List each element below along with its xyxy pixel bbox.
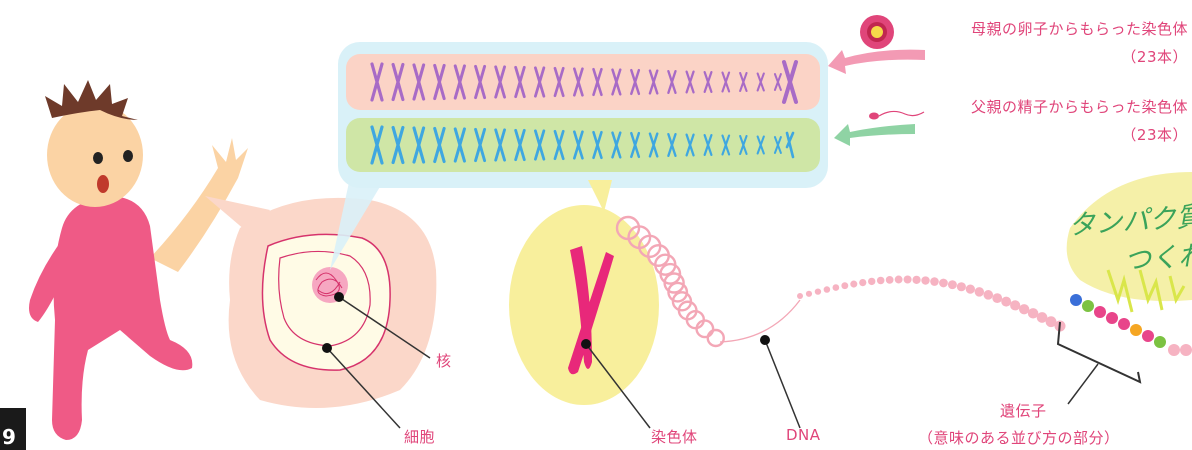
dna-bead — [957, 282, 966, 291]
dna-bead — [859, 279, 866, 286]
label-mother-line2: （23本） — [1121, 46, 1188, 67]
gene-bead — [1082, 300, 1094, 312]
dna-bead — [939, 279, 948, 288]
gene-bead — [1130, 324, 1142, 336]
dna-coil-loop — [708, 330, 724, 346]
dna-bead — [868, 278, 875, 285]
gene-bracket — [1058, 322, 1140, 382]
dna-bead — [975, 287, 984, 296]
dna-bead — [841, 282, 848, 289]
chromosome-panel — [338, 42, 828, 188]
label-chromosome: 染色体 — [651, 426, 698, 447]
sperm-icon — [869, 111, 924, 119]
dna-strand-line — [720, 300, 800, 342]
dna-bead — [1010, 300, 1020, 310]
dna-bead — [1001, 297, 1011, 307]
dna-bead — [1180, 344, 1192, 356]
label-gene-note: （意味のある並び方の部分） — [918, 427, 1120, 448]
arrow-left-icon — [834, 124, 915, 146]
label-cell: 細胞 — [404, 426, 435, 447]
dna-bead — [912, 276, 920, 284]
gene-bead — [1118, 318, 1130, 330]
dna-bead — [1168, 344, 1180, 356]
dna-bead — [930, 277, 939, 286]
cell-icon — [229, 198, 437, 408]
mother-chromosome-band — [346, 54, 820, 110]
egg-icon — [860, 15, 894, 49]
gene-bead — [1070, 294, 1082, 306]
dna-bead — [886, 276, 894, 284]
dna-bead — [1019, 304, 1029, 314]
dna-bead — [815, 288, 821, 294]
dna-bead — [921, 276, 929, 284]
dna-bead — [833, 284, 840, 291]
dna-coil-loop — [697, 321, 714, 338]
dna-bead — [904, 275, 912, 283]
arrow-left-icon — [828, 50, 925, 74]
dna-bead — [966, 285, 975, 294]
dna-bead — [983, 290, 993, 300]
gene-bead — [1154, 336, 1166, 348]
dna-bead — [948, 280, 957, 289]
handwritten-protein-line2: つくれ — [1123, 233, 1192, 278]
dna-bead — [850, 281, 857, 288]
gene-bead — [1142, 330, 1154, 342]
gene-bead — [1106, 312, 1118, 324]
label-dna: DNA — [786, 426, 821, 444]
label-gene: 遺伝子 — [1000, 400, 1047, 421]
dna-bead — [797, 293, 803, 299]
father-chromosome-band — [346, 118, 820, 172]
label-father-line2: （23本） — [1121, 124, 1188, 145]
dna-bead — [877, 277, 885, 285]
dna-bead — [895, 276, 903, 284]
dna-bead — [992, 293, 1002, 303]
label-father-line1: 父親の精子からもらった染色体 — [971, 96, 1188, 117]
label-mother-line1: 母親の卵子からもらった染色体 — [971, 18, 1188, 39]
label-nucleus: 核 — [436, 350, 452, 371]
dna-bead — [806, 291, 812, 297]
dna-bead — [824, 286, 831, 293]
gene-bead — [1094, 306, 1106, 318]
character-icon — [29, 80, 248, 440]
page-number-fragment: 9 — [0, 408, 26, 450]
